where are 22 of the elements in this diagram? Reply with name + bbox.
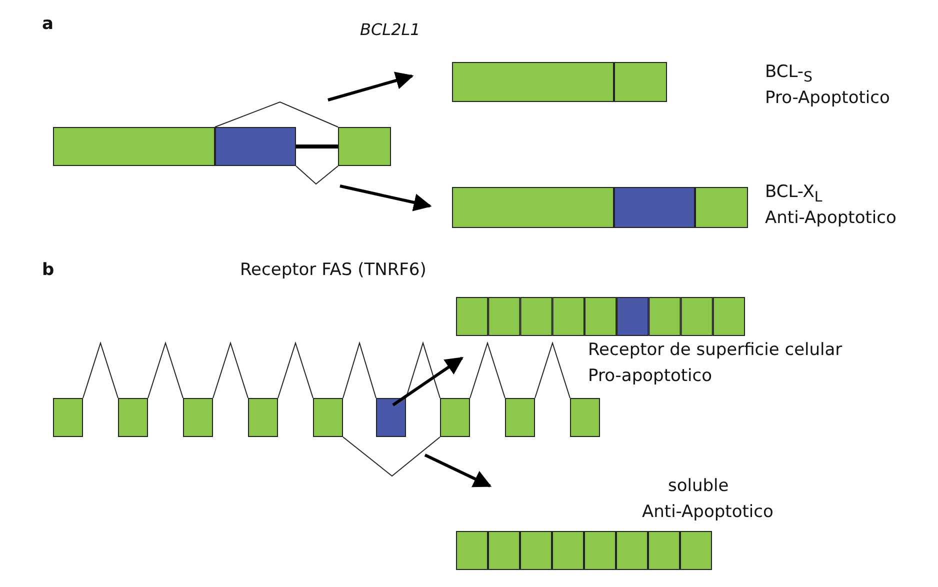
exon-row-drawing [53, 398, 600, 437]
exon-bar [456, 297, 745, 336]
isoform-label: Anti-Apoptotico [765, 207, 896, 230]
panel-letter: a [42, 13, 54, 36]
exon-bar [53, 127, 391, 166]
isoform-label: Receptor de superficie celular [588, 339, 842, 362]
arrow [328, 72, 414, 102]
isoform-label: BCL-X$_{L}$ [765, 181, 822, 208]
isoform-label: soluble [668, 475, 729, 498]
isoform-label: Anti-Apoptotico [642, 501, 774, 524]
arrow [392, 356, 464, 406]
panel-letter: b [42, 259, 54, 282]
gene-name: Receptor FAS (TNRF6) [240, 259, 426, 282]
exon-bar [452, 62, 667, 102]
exon-bar [452, 187, 748, 228]
arrow [424, 454, 492, 488]
isoform-label: Pro-Apoptotico [765, 87, 890, 110]
isoform-label: Pro-apoptotico [588, 365, 712, 388]
exon-bar [456, 531, 712, 570]
arrow [340, 184, 432, 212]
gene-name: BCL2L1 [360, 19, 420, 41]
isoform-label: BCL-$_{S}$ [765, 61, 813, 88]
